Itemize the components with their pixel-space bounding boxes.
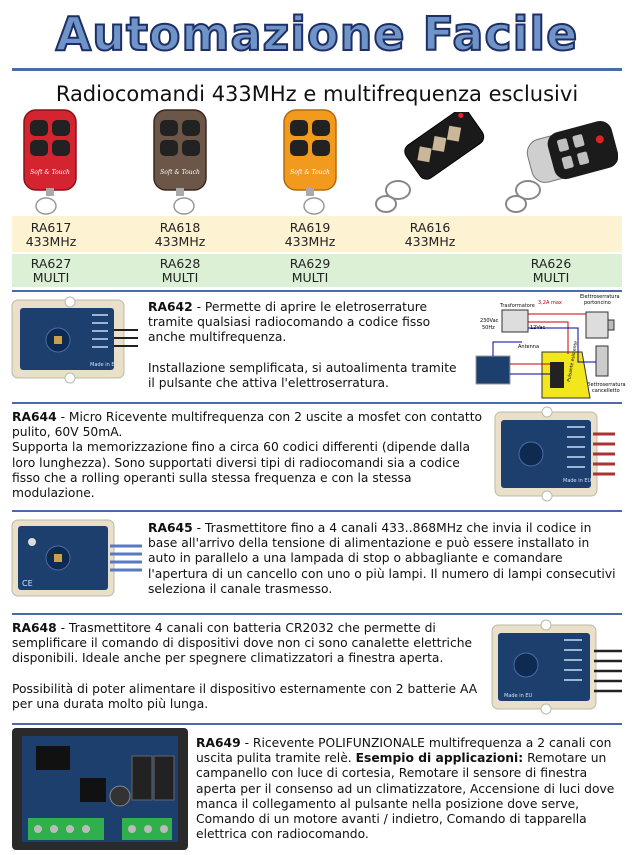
model-code: RA617 [30, 220, 72, 235]
ra645-code: RA645 [148, 521, 193, 535]
ra649-board-image [12, 728, 188, 850]
model-freq: MULTI [32, 270, 70, 285]
ra644-description: RA644 - Micro Ricevente multifrequenza c… [12, 410, 490, 501]
diagram-label-lock1: Elettroserratura [580, 294, 620, 300]
remote-ra619-image: Soft & Touch [283, 109, 337, 215]
model-freq: 433MHz [25, 234, 77, 249]
model-code: RA619 [289, 220, 331, 235]
model-freq: 433MHz [154, 234, 206, 249]
model-multi-item: RA627 MULTI [11, 257, 91, 285]
ra644-text: - Micro Ricevente multifrequenza con 2 u… [12, 410, 483, 440]
model-freq: MULTI [291, 270, 329, 285]
made-in-label: Made in EU [563, 478, 592, 484]
ra644-text2: Supporta la memorizzazione fino a circa … [12, 440, 470, 501]
ra642-text: - Permette di aprire le eletroserrature … [148, 300, 431, 345]
ra649-example-label: Esempio di applicazioni: [355, 751, 524, 766]
section-rule [12, 402, 622, 404]
diagram-label-antenna: Antenna [518, 344, 539, 350]
remote-ra618-image: Soft & Touch [153, 109, 207, 215]
diagram-label-230v: 230Vac [480, 318, 499, 324]
page-title: Automazione Facile [55, 6, 579, 62]
diagram-label-50hz: 50Hz [482, 325, 495, 331]
diagram-label-lock2: Elettroserratura [586, 382, 626, 388]
remote-ra616-image [375, 112, 485, 213]
model-code: RA627 [30, 256, 72, 271]
remote-ra617-image: Soft & Touch [23, 109, 77, 215]
section-rule [12, 510, 622, 512]
ra649-description: RA649 - Ricevente POLIFUNZIONALE multifr… [196, 736, 616, 842]
ra645-description: RA645 - Trasmettitore fino a 4 canali 43… [148, 521, 618, 597]
ra648-text: - Trasmettitore 4 canali con batteria CR… [12, 621, 473, 666]
model-code: RA616 [409, 220, 451, 235]
ra645-text: - Trasmettitore fino a 4 canali 433..868… [148, 521, 616, 596]
model-code: RA629 [289, 256, 331, 271]
model-433-item: RA618 433MHz [140, 221, 220, 249]
model-freq: 433MHz [404, 234, 456, 249]
section-rule [12, 290, 622, 292]
model-freq: MULTI [161, 270, 199, 285]
remote-brand-text: Soft & Touch [290, 169, 330, 176]
section-rule [12, 723, 622, 725]
ra644-code: RA644 [12, 410, 57, 424]
svg-text:CE: CE [22, 579, 33, 588]
model-433-item: RA619 433MHz [270, 221, 350, 249]
made-in-label: Made in EU [504, 693, 533, 699]
model-code: RA626 [530, 256, 572, 271]
model-code: RA618 [159, 220, 201, 235]
model-433-item: RA616 433MHz [390, 221, 470, 249]
ra648-description: RA648 - Trasmettitore 4 canali con batte… [12, 621, 482, 712]
model-multi-item: RA629 MULTI [270, 257, 350, 285]
ra642-text2: Installazione semplificata, si autoalime… [148, 360, 457, 390]
model-multi-item: RA628 MULTI [140, 257, 220, 285]
ra649-text: - Ricevente POLIFUNZIONALE multifrequenz… [196, 736, 612, 766]
model-freq: 433MHz [284, 234, 336, 249]
model-433-item: RA617 433MHz [11, 221, 91, 249]
model-freq: MULTI [532, 270, 570, 285]
ra642-code: RA642 [148, 300, 193, 314]
ra642-board-image: Made in EU [11, 296, 138, 384]
model-code: RA628 [159, 256, 201, 271]
ra648-code: RA648 [12, 621, 57, 635]
ra649-text2: Remotare un campanello con luce di corte… [196, 751, 615, 842]
remote-brand-text: Soft & Touch [30, 169, 70, 176]
band-433mhz [12, 216, 622, 252]
ra642-description: RA642 - Permette di aprire le eletroserr… [148, 300, 466, 391]
made-in-label: Made in EU [90, 362, 119, 368]
ra648-board-image: Made in EU [491, 619, 622, 715]
band-multi [12, 254, 622, 287]
subtitle: Radiocomandi 433MHz e multifrequenza esc… [55, 82, 579, 106]
diagram-label-transformer: Trasformatore [499, 303, 535, 309]
remote-brand-text: Soft & Touch [160, 169, 200, 176]
diagram-label-amax: 3,2A max [538, 300, 562, 306]
section-rule [12, 613, 622, 615]
model-multi-item: RA626 MULTI [511, 257, 591, 285]
diagram-label-lock2b: cancelletto [592, 388, 620, 394]
ra645-board-image: CE [11, 519, 142, 597]
remote-ra626-image [505, 121, 618, 213]
diagram-label-lock1b: portoncino [584, 300, 611, 306]
title-rule [12, 68, 622, 71]
ra648-text2: Possibilità di poter alimentare il dispo… [12, 681, 478, 711]
ra649-code: RA649 [196, 736, 241, 750]
ra642-wiring-diagram: Trasformatore 230Vac 50Hz 12Vac 3,2A max… [475, 294, 626, 399]
ra644-board-image: Made in EU [494, 406, 615, 502]
